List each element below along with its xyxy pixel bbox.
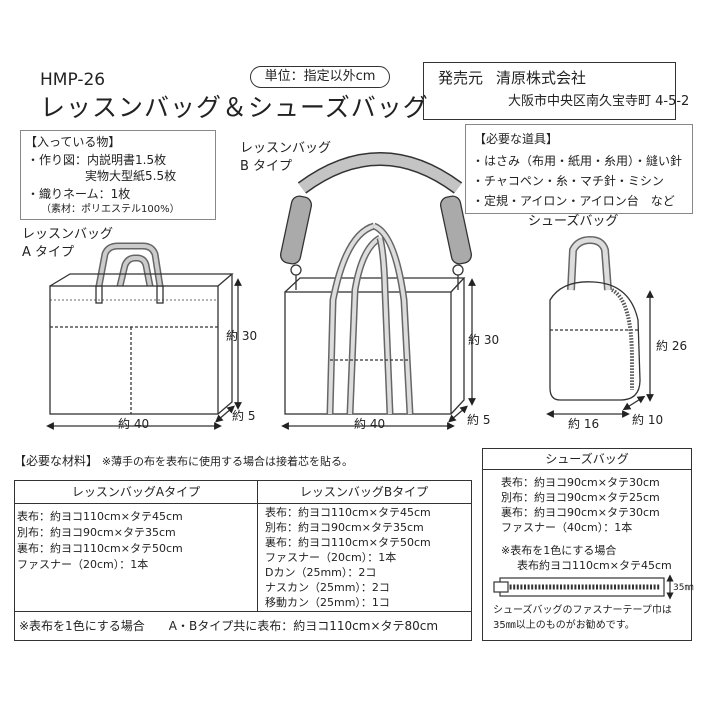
materials-col-a-header: レッスンバッグAタイプ bbox=[15, 481, 257, 504]
bag-b-height: 約 30 bbox=[468, 333, 500, 347]
zipper-note: シューズバッグのファスナーテープ巾は bbox=[493, 605, 672, 616]
contents-line: 実物大型紙5.5枚 bbox=[85, 169, 177, 183]
shoes-materials-item: ファスナー（40cm）：1本 bbox=[501, 521, 633, 534]
materials-table: レッスンバッグAタイプ レッスンバッグBタイプ 表布：約ヨコ110cm×タテ45… bbox=[14, 480, 472, 641]
bag-b-depth: 約 5 bbox=[467, 413, 491, 427]
materials-a-item: 別布：約ヨコ90cm×タテ35cm bbox=[17, 526, 176, 539]
bag-b-width: 約 40 bbox=[354, 417, 386, 431]
bag-a-depth: 約 5 bbox=[232, 409, 256, 423]
bag-b-drawing bbox=[279, 152, 476, 430]
materials-b-item: ファスナー（20cm）：1本 bbox=[265, 551, 397, 564]
publisher-name: 清原株式会社 bbox=[496, 69, 587, 87]
materials-a-item: ファスナー（20cm）：1本 bbox=[17, 558, 149, 571]
publisher-address: 大阪市中央区南久宝寺町 4-5-2 bbox=[508, 94, 690, 109]
bag-a-handle-tab-left bbox=[95, 285, 103, 304]
bag-a-type: A タイプ bbox=[22, 245, 75, 260]
shoes-bag-height: 約 26 bbox=[656, 339, 688, 353]
materials-footer-text: ※表布を1色にする場合 A・Bタイプ共に表布：約ヨコ110cm×タテ80cm bbox=[19, 619, 439, 633]
publisher-label: 発売元 bbox=[438, 69, 484, 87]
materials-b-item: 移動カン（25mm）：1コ bbox=[265, 596, 390, 609]
shoes-bag-width: 約 16 bbox=[568, 417, 600, 431]
materials-b-item: Dカン（25mm）：2コ bbox=[265, 566, 377, 579]
bag-b-clasp-right bbox=[452, 264, 464, 276]
bag-b-type: B タイプ bbox=[240, 159, 293, 174]
tools-box: 【必要な道具】 ・はさみ（布用・紙用・糸用）・縫い針 ・チャコペン・糸・マチ針・… bbox=[465, 124, 693, 214]
bag-a-handle-tab-right bbox=[156, 285, 164, 304]
materials-heading: 【必要な材料】 bbox=[14, 454, 99, 468]
materials-b-item: 裏布：約ヨコ110cm×タテ50cm bbox=[265, 536, 431, 549]
bag-a-height: 約 30 bbox=[226, 329, 258, 343]
materials-a-item: 表布：約ヨコ110cm×タテ45cm bbox=[17, 510, 183, 523]
materials-a-item: 裏布：約ヨコ110cm×タテ50cm bbox=[17, 542, 183, 555]
tools-line: ・定規・アイロン・アイロン台 など bbox=[472, 194, 675, 208]
shoes-materials-box: シューズバッグ 表布：約ヨコ90cm×タテ30cm 別布：約ヨコ90cm×タテ2… bbox=[482, 448, 694, 641]
contents-heading: 【入っている物】 bbox=[25, 135, 121, 149]
bag-a-drawing bbox=[46, 242, 242, 430]
shoes-bag-body bbox=[549, 281, 641, 401]
contents-line: ・織りネーム：1枚 bbox=[27, 187, 131, 201]
shoes-materials-item: 別布：約ヨコ90cm×タテ25cm bbox=[501, 491, 660, 504]
unit-note: 単位：指定以外cm bbox=[250, 66, 390, 88]
bag-b-shoulder-pad-left bbox=[279, 195, 313, 265]
bag-b-label: レッスンバッグ bbox=[240, 141, 332, 156]
contents-box: 【入っている物】 ・作り図：内説明書1.5枚 実物大型紙5.5枚 ・織りネーム：… bbox=[20, 130, 216, 220]
shoes-materials-header: シューズバッグ bbox=[483, 449, 691, 470]
publisher-box: 発売元 清原株式会社 大阪市中央区南久宝寺町 4-5-2 bbox=[423, 62, 689, 120]
tools-heading: 【必要な道具】 bbox=[474, 132, 559, 146]
bag-b-shoulder-pad-right bbox=[439, 195, 473, 265]
contents-line: ・作り図：内説明書1.5枚 bbox=[27, 153, 167, 167]
materials-b-item: 表布：約ヨコ110cm×タテ45cm bbox=[265, 506, 431, 519]
bag-a-width: 約 40 bbox=[118, 417, 150, 431]
shoes-materials-note: ※表布を1色にする場合 bbox=[501, 544, 617, 557]
tools-line: ・はさみ（布用・紙用・糸用）・縫い針 bbox=[472, 154, 683, 168]
bag-b-body bbox=[284, 291, 452, 415]
materials-footer: ※表布を1色にする場合 A・Bタイプ共に表布：約ヨコ110cm×タテ80cm bbox=[15, 611, 471, 640]
zipper-note: 35㎜以上のものがお勧めです。 bbox=[493, 620, 635, 631]
materials-heading-row: 【必要な材料】 ※薄手の布を表布に使用する場合は接着芯を貼る。 bbox=[14, 455, 353, 467]
bag-a-body bbox=[49, 285, 219, 415]
contents-line: （素材：ポリエステル100%） bbox=[41, 204, 180, 215]
tools-line: ・チャコペン・糸・マチ針・ミシン bbox=[472, 174, 664, 188]
shoes-bag-label: シューズバッグ bbox=[528, 214, 619, 229]
shoes-materials-note: 表布約ヨコ110cm×タテ45cm bbox=[517, 559, 672, 572]
zipper-size-label: 35㎜ bbox=[673, 583, 694, 593]
shoes-bag-depth: 約 10 bbox=[632, 413, 664, 427]
shoes-materials-item: 表布：約ヨコ90cm×タテ30cm bbox=[501, 476, 660, 489]
zipper-icon bbox=[493, 574, 674, 600]
materials-col-b-header: レッスンバッグBタイプ bbox=[257, 481, 471, 504]
shoes-bag-drawing bbox=[546, 235, 654, 418]
bag-b-clasp-left bbox=[290, 264, 302, 276]
materials-note: ※薄手の布を表布に使用する場合は接着芯を貼る。 bbox=[101, 455, 354, 468]
product-code: HMP-26 bbox=[40, 70, 106, 90]
bag-a-label: レッスンバッグ bbox=[22, 227, 114, 242]
page-title: レッスンバッグ＆シューズバッグ bbox=[40, 93, 429, 122]
materials-b-item: 別布：約ヨコ90cm×タテ35cm bbox=[265, 521, 424, 534]
materials-b-item: ナスカン（25mm）：2コ bbox=[265, 581, 390, 594]
shoes-materials-item: 裏布：約ヨコ90cm×タテ30cm bbox=[501, 506, 660, 519]
